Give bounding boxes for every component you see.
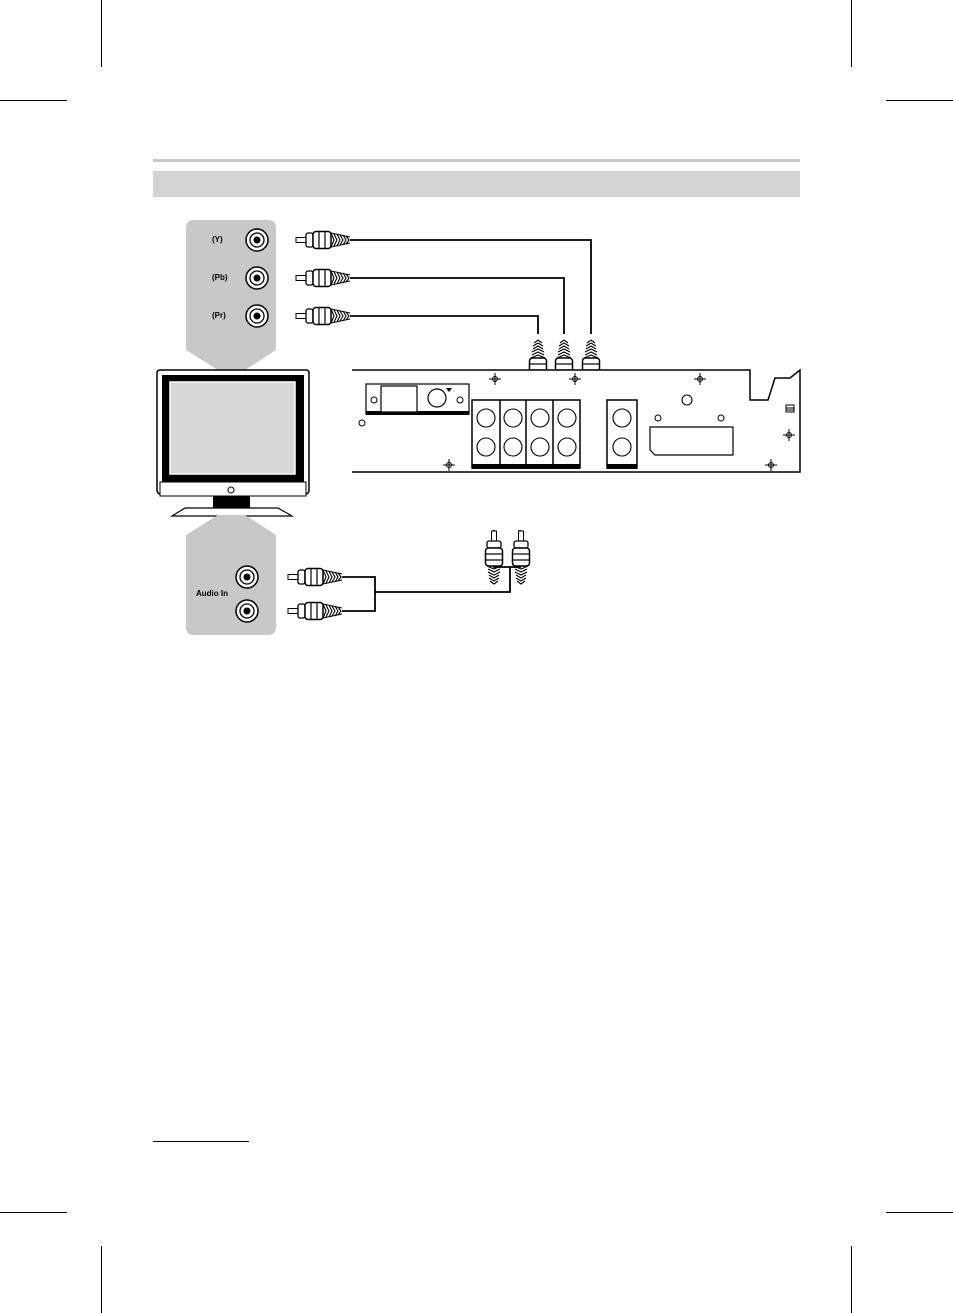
audio-in-label: Audio In <box>196 589 228 598</box>
y-jack <box>246 229 268 251</box>
y-label: (Y) <box>212 235 223 244</box>
audio-right-plug <box>288 603 342 620</box>
audio-right-jack <box>236 600 258 622</box>
pb-jack <box>246 267 268 289</box>
pb-label: (Pb) <box>212 273 228 282</box>
pr-cable-plug <box>296 308 350 325</box>
audio-plug-left-device <box>486 531 503 584</box>
component-cables <box>350 240 591 334</box>
audio-left-jack <box>236 566 258 588</box>
device-rear-panel <box>352 370 800 472</box>
audio-input-panel <box>186 515 276 635</box>
pb-cable-plug <box>296 270 350 287</box>
audio-left-plug <box>288 569 342 586</box>
pr-jack <box>246 305 268 327</box>
tv-illustration <box>157 370 309 516</box>
pr-label: (Pr) <box>212 311 226 320</box>
y-cable-plug <box>296 232 350 249</box>
audio-plug-right-device <box>513 531 530 584</box>
